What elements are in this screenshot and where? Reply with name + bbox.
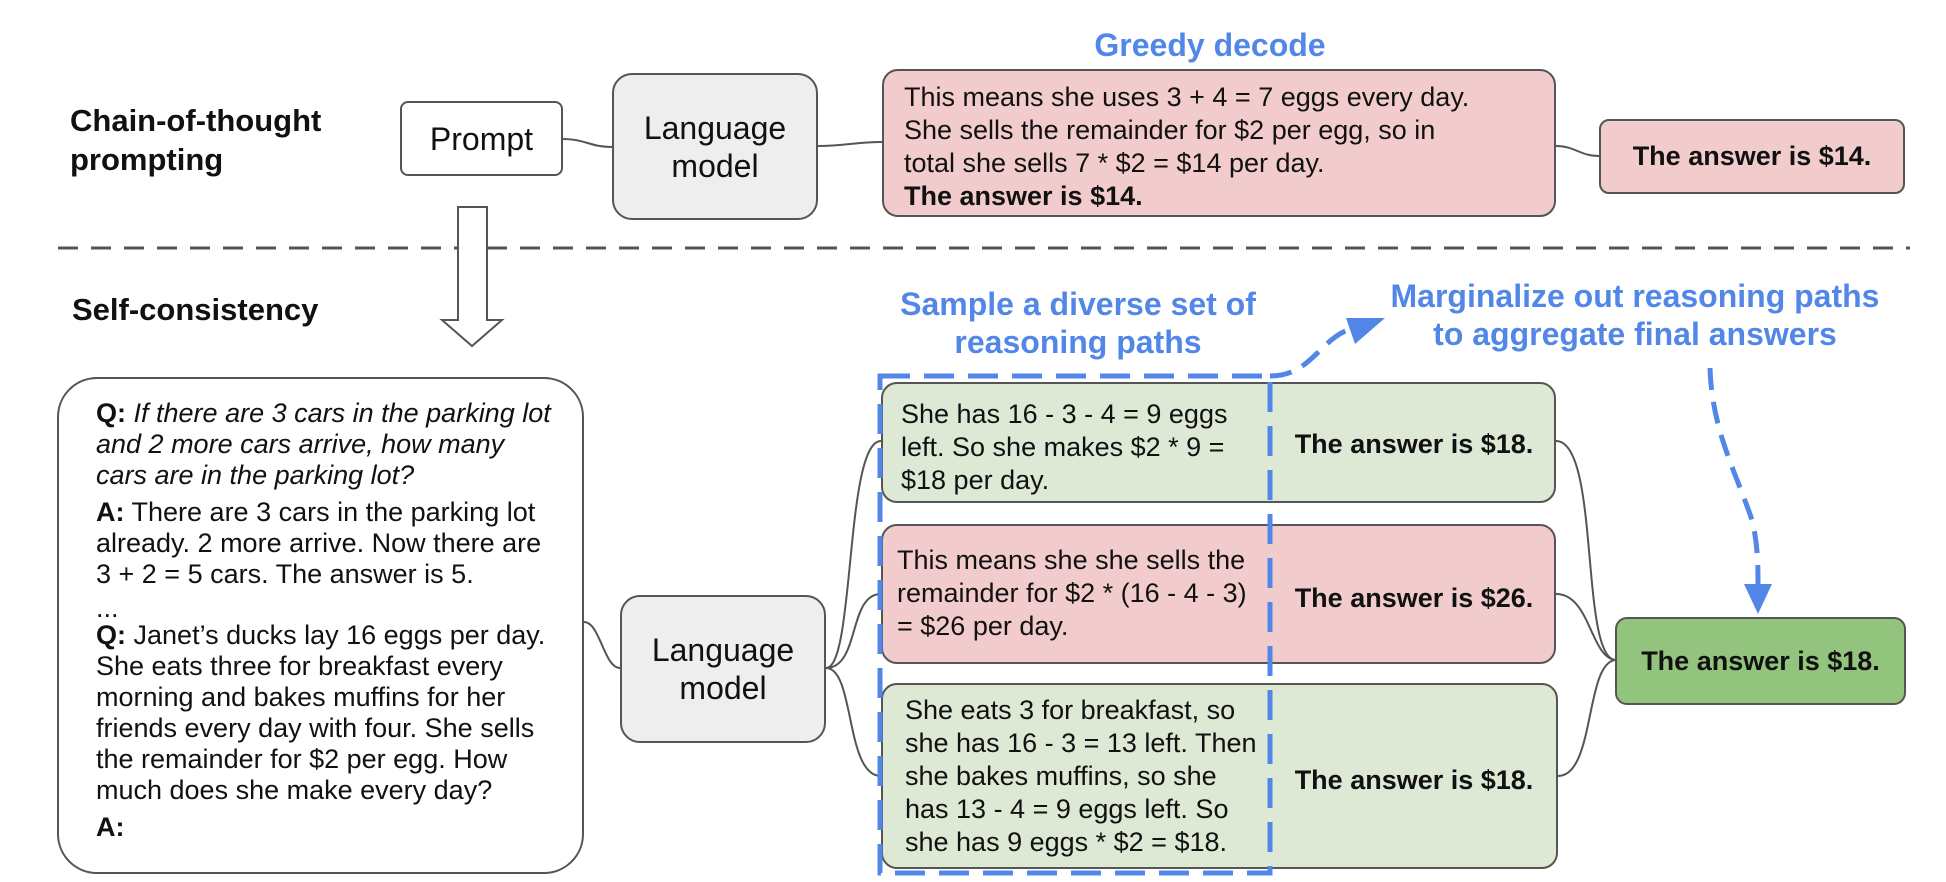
final-answer-bottom-label: The answer is $18. [1641,645,1880,676]
cot-section-label: Chain-of-thought prompting [70,101,321,179]
connector-path3-final [1557,659,1616,777]
prompt-box: Prompt [400,101,563,176]
final-answer-bottom: The answer is $18. [1615,617,1906,705]
aggregate-arrow-head [1744,584,1772,614]
connector-lm-path1 [825,440,882,669]
lm-top-line1: Language [643,109,787,146]
language-model-bottom: Language model [620,595,826,743]
path1-answer: The answer is $18. [1294,428,1534,459]
hollow-down-arrow [439,206,505,348]
path2-line2: remainder for $2 * (16 - 4 - 3) [897,578,1247,608]
path1-line1: She has 16 - 3 - 4 = 9 eggs [901,399,1228,429]
path3-line5: she has 9 eggs * $2 = $18. [905,827,1227,857]
path2-line1: This means she she sells the [897,545,1246,575]
language-model-top: Language model [612,73,818,220]
sample-region-outline [877,373,1273,876]
path-box-1: She has 16 - 3 - 4 = 9 eggs left. So she… [881,382,1556,503]
greedy-decode-title: Greedy decode [1094,27,1326,63]
marg-title-line2: to aggregate final answers [1433,316,1837,352]
lm-top-line2: model [671,147,759,184]
cot-label-line2: prompting [70,142,224,177]
marginalize-arrow-head [1346,318,1385,344]
greedy-line-2: She sells the remainder for $2 per egg, … [904,115,1436,145]
q1-text: If there are 3 cars in the parking lot a… [96,398,551,490]
prompt-label: Prompt [429,120,534,157]
q2-block: Q: Janet’s ducks lay 16 eggs per day. Sh… [96,620,556,806]
final-answer-top: The answer is $14. [1599,119,1905,194]
greedy-line-3: total she sells 7 * $2 = $14 per day. [904,148,1325,178]
path3-line3: she bakes muffins, so she [905,761,1217,791]
path-box-2: This means she she sells the remainder f… [881,524,1556,664]
greedy-line-1: This means she uses 3 + 4 = 7 eggs every… [904,82,1470,112]
connector-lm-path3 [825,667,882,777]
a1-label: A: [96,497,125,527]
q1-block: Q: If there are 3 cars in the parking lo… [96,398,556,491]
prompt-text-box: Q: If there are 3 cars in the parking lo… [57,377,584,874]
lm-bottom-line2: model [679,670,767,706]
connector-greedy-final [1555,145,1600,157]
greedy-answer: The answer is $14. [904,181,1143,211]
a1-text: There are 3 cars in the parking lot alre… [96,497,542,589]
path-box-3: She eats 3 for breakfast, so she has 16 … [881,683,1558,869]
path3-line1: She eats 3 for breakfast, so [905,695,1236,725]
path2-answer: The answer is $26. [1294,582,1534,613]
path1-line3: $18 per day. [901,465,1050,495]
q2-text: Janet’s ducks lay 16 eggs per day. She e… [96,620,546,805]
a1-block: A: There are 3 cars in the parking lot a… [96,497,556,590]
marginalize-arrow-curve [1269,327,1349,379]
path3-answer: The answer is $18. [1294,764,1534,795]
cot-label-line1: Chain-of-thought [70,103,322,138]
sample-title-line2: reasoning paths [954,324,1202,360]
path1-line2: left. So she makes $2 * 9 = [901,432,1225,462]
connector-lm-greedy [817,141,883,147]
path3-line4: has 13 - 4 = 9 eggs left. So [905,794,1229,824]
connector-prompt-lm [562,138,613,148]
ellipsis: ... [96,593,119,623]
q2-label: Q: [96,620,126,650]
aggregate-arrow-line [1707,367,1761,589]
path2-line3: = $26 per day. [897,611,1069,641]
connector-path1-final [1555,440,1616,661]
q1-label: Q: [96,398,126,428]
marginalize-title: Marginalize out reasoning paths to aggre… [1370,277,1900,353]
connector-prompt-lm2 [583,621,621,669]
sample-title-line1: Sample a diverse set of [900,286,1256,322]
greedy-decode-box: This means she uses 3 + 4 = 7 eggs every… [882,69,1556,217]
marg-title-line1: Marginalize out reasoning paths [1390,278,1880,314]
final-answer-top-label: The answer is $14. [1632,141,1872,171]
sc-section-label: Self-consistency [72,292,319,327]
a2-label: A: [96,812,125,842]
connector-path2-final [1555,593,1616,661]
lm-bottom-line1: Language [651,632,795,668]
connector-lm-path2 [825,593,882,669]
path3-line2: she has 16 - 3 = 13 left. Then [905,728,1257,758]
sample-paths-title: Sample a diverse set of reasoning paths [868,285,1288,361]
